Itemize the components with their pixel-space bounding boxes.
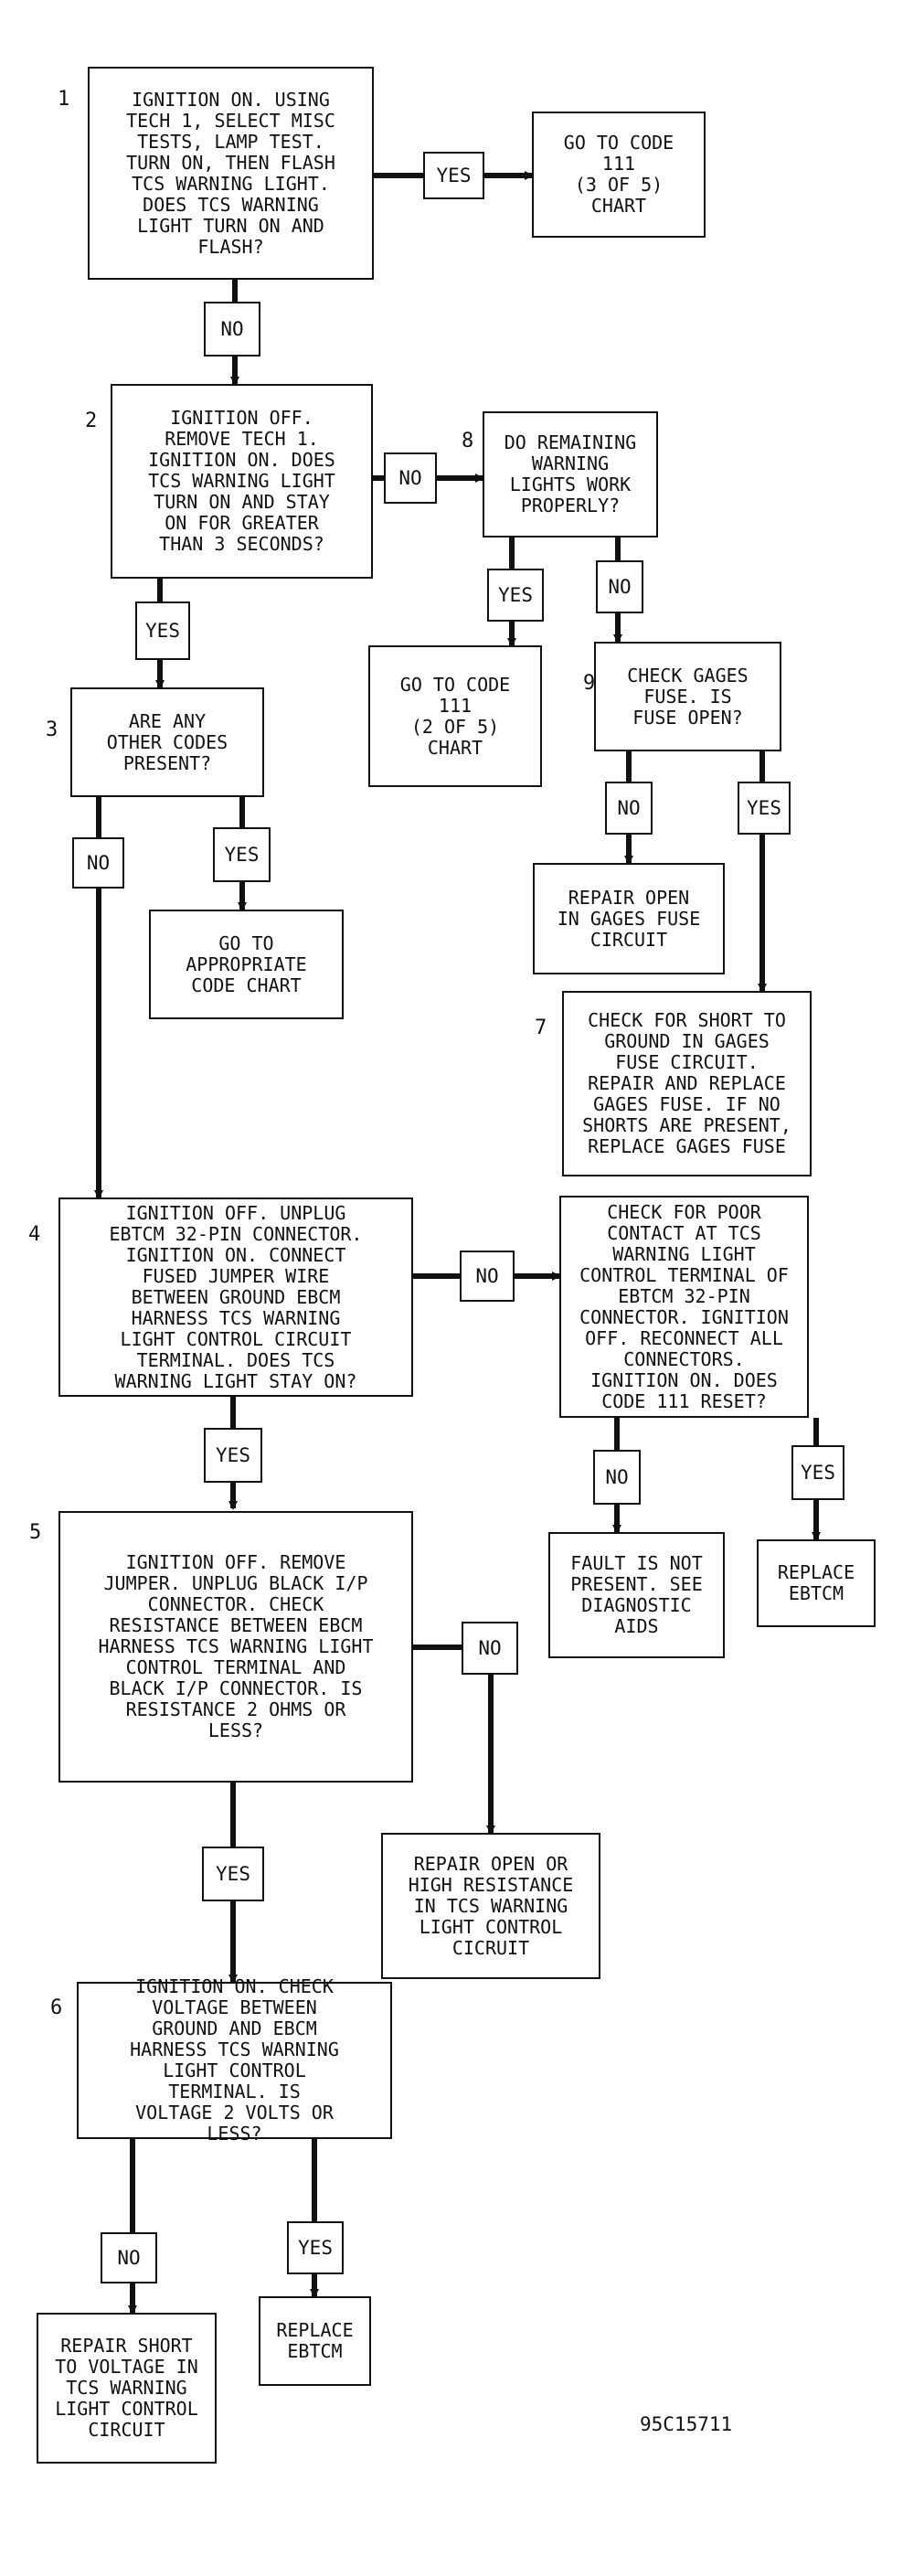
yes-label-step-9: YES bbox=[738, 782, 791, 835]
step-number-6: 6 bbox=[50, 1996, 63, 2019]
yes-label-poor-contact: YES bbox=[791, 1445, 844, 1500]
step-3-box: ARE ANY OTHER CODES PRESENT? bbox=[70, 687, 264, 797]
step-8-box: DO REMAINING WARNING LIGHTS WORK PROPERL… bbox=[483, 411, 658, 538]
check-poor-contact-text: CHECK FOR POOR CONTACT AT TCS WARNING LI… bbox=[579, 1200, 789, 1412]
no-label-step-8: NO bbox=[596, 560, 643, 613]
step-3-text: ARE ANY OTHER CODES PRESENT? bbox=[106, 709, 228, 774]
check-poor-contact-box: CHECK FOR POOR CONTACT AT TCS WARNING LI… bbox=[559, 1196, 809, 1418]
yes-label-step-5: YES bbox=[202, 1847, 264, 1901]
no-label-step-3: NO bbox=[72, 837, 124, 889]
yes-label-step-6: YES bbox=[287, 2221, 344, 2274]
step-number-8: 8 bbox=[462, 430, 474, 452]
step-4-text: IGNITION OFF. UNPLUG EBTCM 32-PIN CONNEC… bbox=[109, 1201, 363, 1392]
no-label-step-1: NO bbox=[204, 302, 260, 357]
yes-label-step-3: YES bbox=[213, 827, 271, 882]
goto-code-111-2of5-box: GO TO CODE 111 (2 OF 5) CHART bbox=[368, 645, 542, 787]
goto-code-111-2of5-text: GO TO CODE 111 (2 OF 5) CHART bbox=[399, 673, 511, 759]
repair-short-to-voltage-text: REPAIR SHORT TO VOLTAGE IN TCS WARNING L… bbox=[55, 2335, 198, 2441]
goto-code-111-3of5-text: GO TO CODE 111 (3 OF 5) CHART bbox=[563, 132, 674, 217]
no-label-step-5: NO bbox=[462, 1622, 518, 1675]
step-4-box: IGNITION OFF. UNPLUG EBTCM 32-PIN CONNEC… bbox=[58, 1198, 413, 1397]
step-6-text: IGNITION ON. CHECK VOLTAGE BETWEEN GROUN… bbox=[130, 1975, 339, 2145]
step-5-text: IGNITION OFF. REMOVE JUMPER. UNPLUG BLAC… bbox=[98, 1551, 374, 1741]
figure-id: 95C15711 bbox=[640, 2413, 733, 2435]
goto-appropriate-code-chart-text: GO TO APPROPRIATE CODE CHART bbox=[186, 931, 307, 996]
repair-open-high-resistance-text: REPAIR OPEN OR HIGH RESISTANCE IN TCS WA… bbox=[408, 1852, 574, 1959]
yes-label-step-4: YES bbox=[204, 1428, 262, 1483]
goto-appropriate-code-chart-box: GO TO APPROPRIATE CODE CHART bbox=[149, 910, 344, 1019]
step-number-9: 9 bbox=[583, 672, 596, 695]
step-2-box: IGNITION OFF. REMOVE TECH 1. IGNITION ON… bbox=[111, 384, 373, 579]
replace-ebtcm-1-box: REPLACE EBTCM bbox=[757, 1539, 876, 1627]
repair-open-gages-fuse-box: REPAIR OPEN IN GAGES FUSE CIRCUIT bbox=[533, 863, 725, 974]
step-number-3: 3 bbox=[46, 719, 58, 741]
goto-code-111-3of5-box: GO TO CODE 111 (3 OF 5) CHART bbox=[532, 112, 706, 238]
yes-label-step-8: YES bbox=[487, 569, 544, 622]
step-7-box: CHECK FOR SHORT TO GROUND IN GAGES FUSE … bbox=[562, 991, 812, 1176]
fault-not-present-text: FAULT IS NOT PRESENT. SEE DIAGNOSTIC AID… bbox=[570, 1552, 703, 1637]
step-1-text: IGNITION ON. USING TECH 1, SELECT MISC T… bbox=[126, 88, 335, 258]
yes-label-step-1: YES bbox=[423, 152, 484, 199]
fault-not-present-box: FAULT IS NOT PRESENT. SEE DIAGNOSTIC AID… bbox=[548, 1532, 725, 1658]
no-label-poor-contact: NO bbox=[593, 1450, 641, 1505]
step-6-box: IGNITION ON. CHECK VOLTAGE BETWEEN GROUN… bbox=[77, 1976, 392, 2145]
no-label-step-9: NO bbox=[605, 782, 653, 835]
step-1-box: IGNITION ON. USING TECH 1, SELECT MISC T… bbox=[88, 67, 374, 280]
repair-open-high-resistance-box: REPAIR OPEN OR HIGH RESISTANCE IN TCS WA… bbox=[381, 1833, 600, 1979]
step-8-text: DO REMAINING WARNING LIGHTS WORK PROPERL… bbox=[504, 431, 637, 516]
step-number-7: 7 bbox=[535, 1017, 547, 1039]
replace-ebtcm-2-text: REPLACE EBTCM bbox=[276, 2319, 354, 2362]
step-number-2: 2 bbox=[85, 410, 98, 432]
no-label-step-4: NO bbox=[460, 1251, 515, 1302]
yes-label-step-2: YES bbox=[135, 601, 190, 660]
repair-short-to-voltage-box: REPAIR SHORT TO VOLTAGE IN TCS WARNING L… bbox=[37, 2313, 217, 2464]
replace-ebtcm-1-text: REPLACE EBTCM bbox=[777, 1561, 855, 1604]
step-7-text: CHECK FOR SHORT TO GROUND IN GAGES FUSE … bbox=[582, 1009, 791, 1157]
step-9-box: CHECK GAGES FUSE. IS FUSE OPEN? bbox=[594, 642, 781, 751]
replace-ebtcm-2-box: REPLACE EBTCM bbox=[259, 2296, 371, 2386]
repair-open-gages-fuse-text: REPAIR OPEN IN GAGES FUSE CIRCUIT bbox=[557, 886, 701, 951]
step-2-text: IGNITION OFF. REMOVE TECH 1. IGNITION ON… bbox=[148, 407, 335, 555]
step-number-5: 5 bbox=[29, 1521, 42, 1544]
no-label-step-6: NO bbox=[101, 2232, 157, 2283]
step-9-text: CHECK GAGES FUSE. IS FUSE OPEN? bbox=[627, 664, 749, 729]
no-label-step-2: NO bbox=[384, 452, 437, 504]
step-number-1: 1 bbox=[58, 88, 70, 111]
step-5-box: IGNITION OFF. REMOVE JUMPER. UNPLUG BLAC… bbox=[58, 1511, 413, 1783]
step-number-4: 4 bbox=[28, 1223, 41, 1246]
